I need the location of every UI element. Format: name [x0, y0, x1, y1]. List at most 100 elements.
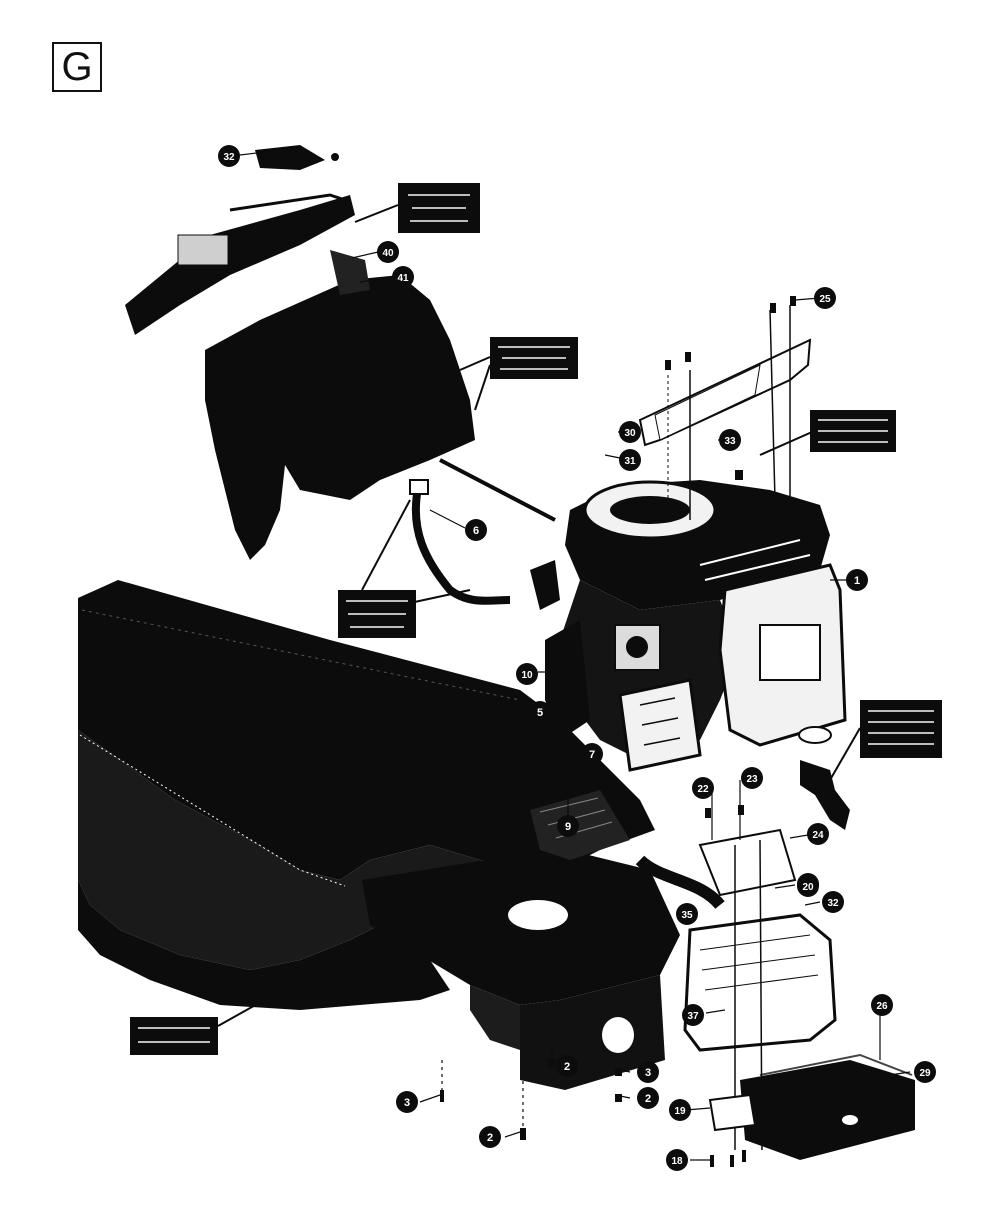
callout-number: 18 — [671, 1156, 683, 1167]
callout-23: 23 — [741, 767, 763, 789]
callout-number: 6 — [473, 525, 479, 537]
note-pointers — [217, 204, 861, 1027]
callout-5: 5 — [529, 701, 551, 723]
section-letter-box: G — [52, 42, 102, 92]
callout-18: 18 — [666, 1149, 688, 1171]
fuel-line — [411, 487, 511, 605]
muffler-assembly — [635, 828, 915, 1160]
exhaust-gasket — [798, 726, 832, 744]
callout-bubble — [814, 287, 836, 309]
note-box-front-frame — [130, 1017, 218, 1055]
callout-bubble — [218, 145, 240, 167]
callout-37: 37 — [682, 1004, 704, 1026]
callout-32: 32 — [218, 145, 240, 167]
callout-bubble — [822, 891, 844, 913]
callout-bubble — [479, 1126, 501, 1148]
callout-number: 5 — [537, 707, 543, 719]
callout-29: 29 — [914, 1061, 936, 1083]
callout-32b: 32 — [822, 891, 844, 913]
callout-2-bottom: 2 — [479, 1126, 501, 1148]
callout-number: 35 — [681, 910, 693, 921]
seat-pan-assembly — [205, 250, 556, 560]
callout-number: 20 — [802, 882, 814, 893]
callout-22: 22 — [692, 777, 714, 799]
callout-bubble — [741, 767, 763, 789]
callout-bubble — [377, 241, 399, 263]
callout-number: 22 — [697, 784, 709, 795]
fuel-filter-clamp — [409, 479, 429, 495]
note-box-engine-hardware — [860, 700, 942, 758]
callout-bubble — [556, 1055, 578, 1077]
callout-26: 26 — [871, 994, 893, 1016]
callout-number: 2 — [645, 1093, 651, 1105]
callout-number: 23 — [746, 774, 758, 785]
callout-41: 41 — [392, 266, 414, 288]
callout-9: 9 — [557, 815, 579, 837]
callout-bubble — [581, 743, 603, 765]
callout-2-left: 2 — [556, 1055, 578, 1077]
callout-number: 19 — [674, 1106, 686, 1117]
blower-shroud — [638, 305, 812, 520]
callout-layer: 3240412530313361105792223243582032372629… — [218, 145, 936, 1171]
callout-24: 24 — [807, 823, 829, 845]
callout-number: 41 — [397, 273, 409, 284]
callout-number: 29 — [919, 1068, 931, 1079]
callout-number: 9 — [565, 821, 571, 833]
callout-3-mid: 3 — [637, 1061, 659, 1083]
callout-number: 40 — [382, 248, 394, 259]
callout-bubble — [637, 1087, 659, 1109]
callout-1: 1 — [846, 569, 868, 591]
callout-number: 3 — [404, 1097, 410, 1109]
callout-31: 31 — [619, 449, 641, 471]
callout-bubble — [516, 663, 538, 685]
hardware-bolts — [440, 296, 796, 1167]
callout-bubble — [719, 429, 741, 451]
callout-bubble — [529, 701, 551, 723]
callout-bubble — [666, 1149, 688, 1171]
callout-7: 7 — [581, 743, 603, 765]
callout-19: 19 — [669, 1099, 691, 1121]
callout-number: 25 — [819, 294, 831, 305]
callout-number: 32 — [223, 152, 235, 163]
callout-number: 1 — [854, 575, 860, 587]
callout-35: 35 — [676, 903, 698, 925]
callout-bubble — [392, 266, 414, 288]
callout-bubble — [846, 569, 868, 591]
callout-number: 31 — [624, 456, 636, 467]
callout-20: 20 — [797, 875, 819, 897]
callout-bubble — [637, 1061, 659, 1083]
callout-bubble — [669, 1099, 691, 1121]
callout-bubble — [676, 903, 698, 925]
callout-30: 30 — [619, 421, 641, 443]
callout-bubble — [871, 994, 893, 1016]
callout-bubble — [797, 875, 819, 897]
front-frame-plate — [362, 790, 680, 1090]
callout-number: 30 — [624, 428, 636, 439]
callout-bubble — [396, 1091, 418, 1113]
callout-number: 10 — [521, 670, 533, 681]
callout-bubble — [807, 823, 829, 845]
callout-number: 2 — [564, 1061, 570, 1073]
callout-bubble — [692, 777, 714, 799]
callout-10: 10 — [516, 663, 538, 685]
callout-40: 40 — [377, 241, 399, 263]
callout-number: 33 — [724, 436, 736, 447]
callout-number: 37 — [687, 1011, 699, 1022]
callout-bubble — [557, 815, 579, 837]
callout-bubble — [682, 1004, 704, 1026]
callout-number: 24 — [812, 830, 824, 841]
callout-number: 2 — [487, 1132, 493, 1144]
note-box-group — [130, 183, 942, 1055]
callout-2-mid: 2 — [637, 1087, 659, 1109]
dash-panel-assembly — [125, 145, 355, 335]
callout-number: 32 — [827, 898, 839, 909]
engine-assembly — [530, 480, 847, 772]
callout-bubble — [465, 519, 487, 541]
callout-6: 6 — [465, 519, 487, 541]
callout-33: 33 — [719, 429, 741, 451]
callout-bubble — [914, 1061, 936, 1083]
callout-number: 26 — [876, 1001, 888, 1012]
callout-number: 3 — [645, 1067, 651, 1079]
